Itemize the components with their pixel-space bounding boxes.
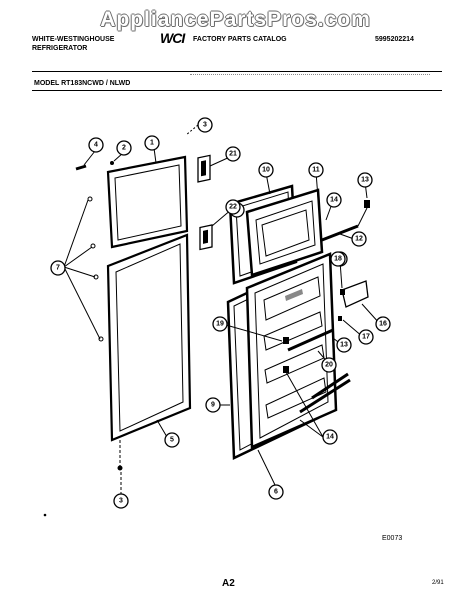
- brand-name: WHITE-WESTINGHOUSE: [32, 36, 115, 43]
- product-type: REFRIGERATOR: [32, 45, 88, 52]
- callout-10: 10: [258, 162, 274, 178]
- callout-17: 17: [358, 329, 374, 345]
- mounting-screws: [87, 196, 104, 342]
- diagram-code: E0073: [382, 535, 403, 542]
- door-stop-part: [75, 164, 87, 171]
- callout-4: 4: [88, 137, 104, 153]
- wci-logo: WCI: [160, 30, 185, 46]
- svg-text:16: 16: [379, 321, 387, 328]
- callout-18: 18: [330, 251, 346, 267]
- page-number: A2: [222, 578, 235, 589]
- callout-22: 22: [225, 199, 241, 215]
- svg-text:22: 22: [229, 204, 237, 211]
- callout-20: 20: [321, 357, 337, 373]
- svg-text:2: 2: [122, 145, 126, 152]
- svg-text:1: 1: [150, 140, 154, 147]
- shelf-retainer-lower: [283, 366, 289, 373]
- callout-13-lower: 13: [336, 337, 352, 353]
- svg-text:3: 3: [203, 122, 207, 129]
- callout-14-lower: 14: [322, 429, 338, 445]
- callout-3-lower: 3: [113, 493, 129, 509]
- callout-3: 3: [197, 117, 213, 133]
- door-shelf-bar: [287, 328, 334, 352]
- watermark: AppliancePartsPros.com: [100, 8, 371, 31]
- svg-text:14: 14: [326, 434, 334, 441]
- revision-date: 2/91: [432, 580, 444, 586]
- brand-block: WHITE-WESTINGHOUSE REFRIGERATOR: [32, 35, 114, 53]
- callout-9: 9: [205, 397, 221, 413]
- svg-text:20: 20: [325, 362, 333, 369]
- model-label: MODEL RT183NCWD / NLWD: [34, 80, 131, 87]
- fresh-food-gasket: [106, 233, 192, 442]
- model-divider: [32, 90, 442, 91]
- dairy-hinge: [340, 289, 345, 295]
- freezer-gasket: [106, 155, 189, 249]
- door-shelf-bar-lower: [299, 378, 351, 414]
- callout-6: 6: [268, 484, 284, 500]
- svg-text:18: 18: [334, 256, 342, 263]
- svg-text:3: 3: [119, 498, 123, 505]
- catalog-part-number: 5995202214: [375, 36, 414, 43]
- callout-1: 1: [144, 135, 160, 151]
- fresh-food-door-liner: [245, 252, 338, 449]
- svg-text:19: 19: [216, 321, 224, 328]
- callout-21: 21: [225, 146, 241, 162]
- svg-text:21: 21: [229, 151, 237, 158]
- callout-2: 2: [116, 140, 132, 156]
- freezer-handle: [197, 154, 211, 183]
- freezer-shelf-bar: [321, 224, 359, 242]
- callout-7: 7: [50, 260, 66, 276]
- header-divider: [32, 71, 442, 72]
- svg-text:13: 13: [340, 342, 348, 349]
- svg-text:13: 13: [361, 177, 369, 184]
- bar-clip: [364, 200, 370, 208]
- callout-19: 19: [212, 316, 228, 332]
- callout-11: 11: [308, 162, 324, 178]
- shelf-clip: [338, 316, 342, 321]
- hinge-pin-part: [117, 465, 123, 471]
- svg-text:14: 14: [330, 197, 338, 204]
- svg-text:4: 4: [94, 142, 98, 149]
- svg-text:9: 9: [211, 402, 215, 409]
- fresh-food-handle: [199, 224, 213, 251]
- callout-5: 5: [164, 432, 180, 448]
- svg-text:10: 10: [262, 167, 270, 174]
- stray-mark: [43, 513, 47, 517]
- svg-text:11: 11: [312, 167, 320, 174]
- screw-part: [110, 161, 114, 165]
- dairy-door: [341, 280, 369, 308]
- callout-16: 16: [375, 316, 391, 332]
- freezer-door-liner: [245, 188, 324, 277]
- svg-text:6: 6: [274, 489, 278, 496]
- callout-12: 12: [351, 231, 367, 247]
- svg-text:5: 5: [170, 437, 174, 444]
- svg-text:17: 17: [362, 334, 370, 341]
- callout-14: 14: [326, 192, 342, 208]
- header-dotted-divider: [190, 74, 430, 76]
- svg-text:7: 7: [56, 265, 60, 272]
- callout-13: 13: [357, 172, 373, 188]
- catalog-title: FACTORY PARTS CATALOG: [193, 36, 287, 43]
- shelf-retainer: [283, 337, 289, 344]
- svg-text:12: 12: [355, 236, 363, 243]
